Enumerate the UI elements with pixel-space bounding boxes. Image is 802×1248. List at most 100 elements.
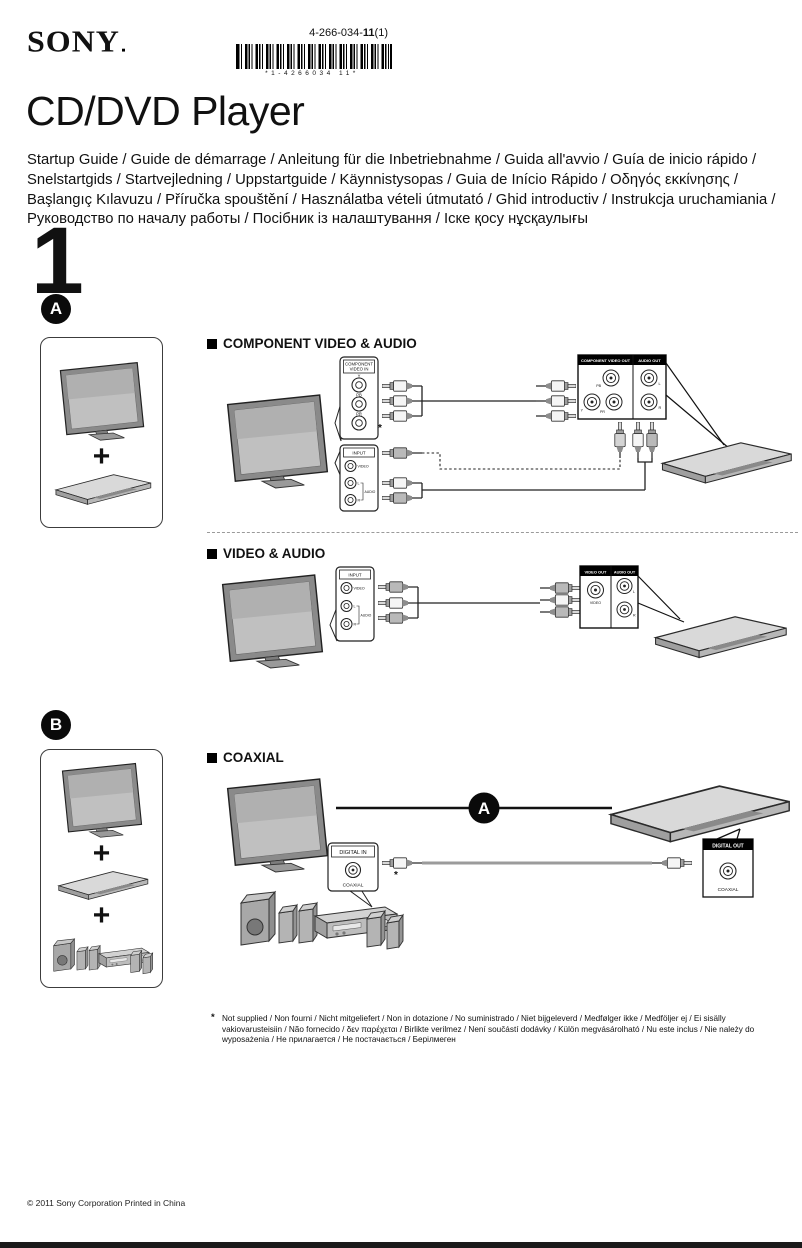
jack-label-pb: PB xyxy=(596,384,601,388)
heading-coaxial: COAXIAL xyxy=(207,750,284,765)
barcode-digits: *1-4266034 11* xyxy=(265,70,359,77)
tv-illustration xyxy=(226,394,329,489)
part-number-prefix: 4-266-034- xyxy=(309,27,363,39)
panel-title: COMPONENT xyxy=(345,361,373,366)
tv-audio-input-panel: INPUT VIDEO L R AUDIO xyxy=(339,444,379,512)
jack-label-l: L xyxy=(633,590,635,594)
tv-illustration xyxy=(226,778,329,873)
plus-sign: + xyxy=(92,439,111,473)
dvd-player-illustration xyxy=(610,785,791,843)
heading-square-icon xyxy=(207,338,217,349)
panel-title-component-video-out: COMPONENT VIDEO OUT xyxy=(581,358,631,363)
tv-illustration xyxy=(221,574,324,669)
part-number: 4-266-034-11(1) xyxy=(230,27,388,39)
jack-label-coaxial: COAXIAL xyxy=(343,883,364,889)
panel-pointer-line xyxy=(736,828,741,840)
player-output-panel: COMPONENT VIDEO OUT AUDIO OUT PB Y PR L … xyxy=(577,354,667,420)
audio-cable xyxy=(421,458,653,498)
part-number-suffix: (1) xyxy=(374,27,388,39)
dvd-player-illustration xyxy=(654,616,787,659)
panel-title: INPUT xyxy=(352,451,365,456)
panel-title: VIDEO IN xyxy=(350,367,369,372)
jack-label-l: L xyxy=(659,382,661,386)
jack-label-r: R xyxy=(354,623,357,627)
heading-square-icon xyxy=(207,752,217,763)
dashed-separator xyxy=(207,532,798,533)
audio-cable-plugs-tv-side xyxy=(382,447,422,504)
av-cable-plugs-right xyxy=(540,582,580,618)
jack-label-pr: PR xyxy=(600,410,605,414)
jack-label-y: Y xyxy=(581,409,584,413)
component-cable-plugs-right xyxy=(536,380,576,422)
dvd-player-illustration xyxy=(54,473,151,505)
panel-pointer-line xyxy=(716,828,741,840)
heading-label: COAXIAL xyxy=(223,750,284,765)
tv-illustration xyxy=(59,361,144,441)
panel-title-digital-in: DIGITAL IN xyxy=(339,850,366,856)
panel-pointer-line xyxy=(665,362,725,446)
video-cable-dotted xyxy=(422,452,621,470)
barcode xyxy=(236,44,392,69)
footnote-text: Not supplied / Non fourni / Nicht mitgel… xyxy=(222,1014,755,1045)
copyright-line: © 2011 Sony Corporation Printed in China xyxy=(27,1198,186,1208)
av-cable xyxy=(417,587,540,618)
coaxial-plug-left xyxy=(382,857,422,869)
not-supplied-asterisk: * xyxy=(394,870,398,881)
jack-label-pb: PB xyxy=(356,392,362,397)
step-number: 1 xyxy=(31,208,84,314)
jack-label-r: R xyxy=(358,499,361,503)
plus-sign: + xyxy=(92,899,111,932)
digital-out-panel: DIGITAL OUT COAXIAL xyxy=(702,828,754,898)
panel-title-audio-out: AUDIO OUT xyxy=(638,358,661,363)
jack-label-r: R xyxy=(659,406,662,410)
panel-title-video-out: VIDEO OUT xyxy=(584,569,607,574)
box-tv-player-audio-system: + + xyxy=(40,749,163,988)
plus-sign: + xyxy=(92,837,111,870)
jack-label-video: VIDEO xyxy=(590,601,601,605)
coaxial-diagram: A DIGITAL IN COAXIAL * DIGITAL OUT COAXI… xyxy=(226,778,791,950)
section-a-badge: A xyxy=(41,294,71,324)
footnote-asterisk: * xyxy=(211,1012,215,1023)
digital-in-panel: DIGITAL IN COAXIAL xyxy=(327,842,379,908)
brand-text: SONY xyxy=(27,24,120,59)
heading-label: VIDEO & AUDIO xyxy=(223,546,326,561)
jack-label-l: L xyxy=(354,605,356,609)
panel-pointer-line xyxy=(637,602,685,623)
heading-square-icon xyxy=(207,548,217,559)
sony-logo: SONY xyxy=(27,24,125,59)
page-title: CD/DVD Player xyxy=(26,88,305,134)
audio-system-illustration xyxy=(52,938,153,975)
badge-letter: A xyxy=(478,799,490,818)
not-supplied-asterisk: * xyxy=(378,423,382,434)
jack-label-video: VIDEO xyxy=(358,465,369,469)
tv-illustration xyxy=(61,762,142,838)
dvd-player-illustration xyxy=(661,442,792,484)
jack-label-y: Y xyxy=(358,373,361,378)
section-b-badge: B xyxy=(41,710,71,740)
tv-input-panel: INPUT VIDEO L R AUDIO xyxy=(335,566,375,642)
box-tv-plus-player: + xyxy=(40,337,163,528)
jack-label-audio: AUDIO xyxy=(365,490,376,494)
panel-title-audio-out: AUDIO OUT xyxy=(614,570,636,574)
part-number-bold: 11 xyxy=(362,27,375,39)
logo-dot xyxy=(121,48,125,52)
heading-label: COMPONENT VIDEO & AUDIO xyxy=(223,336,417,351)
jack-label-l: L xyxy=(358,482,360,486)
jack-label-r: R xyxy=(633,614,636,618)
jack-label-pr: PR xyxy=(356,411,362,416)
component-cable-plugs-left: * xyxy=(378,380,536,434)
panel-title-digital-out: DIGITAL OUT xyxy=(712,843,743,849)
audio-bracket xyxy=(360,482,364,501)
audio-system-illustration xyxy=(240,891,404,950)
component-video-audio-diagram: COMPONENT VIDEO IN Y PB PR INPUT VIDEO L… xyxy=(226,354,792,512)
jack-label-coaxial: COAXIAL xyxy=(718,887,739,893)
panel-title: INPUT xyxy=(348,573,361,578)
cable-a-badge: A xyxy=(468,792,500,824)
av-cable-plugs-left xyxy=(378,581,540,624)
audio-bracket xyxy=(356,605,360,625)
audio-cable-plugs-under-panel xyxy=(614,422,658,458)
coaxial-plug-right xyxy=(652,857,692,869)
dvd-player-illustration xyxy=(57,871,148,900)
video-audio-diagram: INPUT VIDEO L R AUDIO VIDEO OUT AUDI xyxy=(221,565,787,669)
jack-label-audio: AUDIO xyxy=(361,614,372,618)
